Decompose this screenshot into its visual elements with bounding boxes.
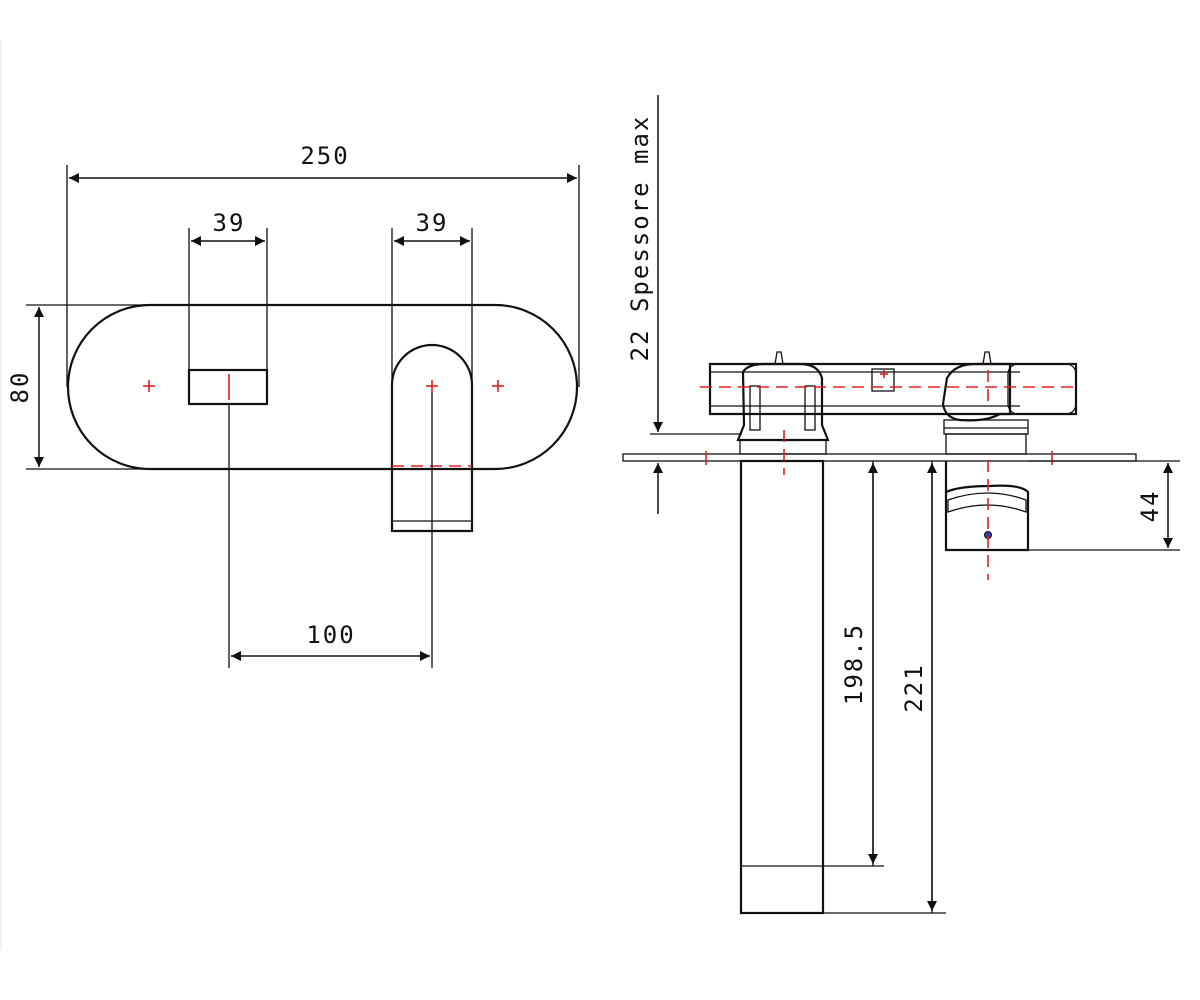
cartridge-housing [736,362,830,442]
cover-plate [66,303,579,471]
handle-lever [739,459,825,915]
spout-side [944,461,1030,552]
axis-lines [700,370,1080,580]
spout-front [390,343,474,533]
body-boss [871,368,895,392]
dim-label-80: 80 [6,371,34,404]
dim-label-39-left: 39 [213,209,246,237]
concealed-body [708,362,1078,416]
outlet-housing [941,362,1012,422]
center-marks [143,374,504,467]
front-view: 250 39 39 100 80 [6,142,580,668]
dim-label-39-right: 39 [416,209,449,237]
extension-lines [26,165,580,668]
mixer-handle [187,368,269,406]
dim-label-44: 44 [1136,490,1164,523]
dim-label-22-spessore: 22 Spessore max [626,115,654,362]
wall-plate [622,453,1137,462]
dim-label-100: 100 [306,621,355,649]
side-view: 22 Spessore max 198.5 221 44 [622,95,1180,915]
cartridge-pin [774,351,784,365]
dim-label-198-5: 198.5 [840,623,868,705]
outlet-pin [982,351,992,365]
dim-label-250: 250 [300,142,349,170]
dim-label-221: 221 [900,663,928,712]
